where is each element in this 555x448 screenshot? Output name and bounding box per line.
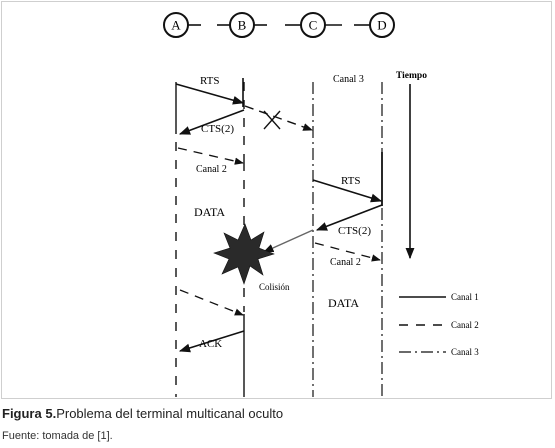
channel2-b-label: Canal 2: [196, 164, 227, 175]
legend-channel3: Canal 3: [451, 347, 479, 357]
rts-a-label: RTS: [200, 75, 220, 87]
figure-source: Fuente: tomada de [1].: [2, 430, 113, 442]
legend-channel1: Canal 1: [451, 292, 479, 302]
node-a-label: A: [171, 18, 181, 33]
node-c-label: C: [309, 18, 318, 33]
collision-label: Colisión: [259, 282, 290, 292]
cts-d-to-c: [315, 204, 383, 231]
figure-frame: A B C D: [1, 1, 552, 399]
cts-b-label: CTS(2): [201, 123, 234, 135]
rts-overheard-b-to-c: [244, 105, 313, 131]
cts-overheard-to-collision: [263, 229, 314, 253]
cts-c-label: CTS(2): [338, 225, 371, 237]
node-d: D: [369, 12, 395, 38]
figure-caption-label: Figura 5.: [2, 406, 57, 421]
channel3-top-label: Canal 3: [333, 74, 364, 85]
time-label: Tiempo: [396, 71, 427, 81]
channel2-c-to-d: [314, 242, 381, 262]
figure-caption: Figura 5.Problema del terminal multicana…: [2, 406, 283, 421]
figure-caption-text: Problema del terminal multicanal oculto: [56, 406, 284, 421]
cts-b-to-a: [178, 109, 245, 135]
channel2-a-to-b: [177, 147, 244, 165]
node-b-label: B: [238, 18, 247, 33]
legend-channel2: Canal 2: [451, 320, 479, 330]
rts-a-to-b: [175, 78, 245, 107]
collision-star-icon: [213, 223, 275, 285]
legend: Canal 1 Canal 2 Canal 3: [399, 292, 479, 357]
node-c: C: [300, 12, 326, 38]
channel2-c-label: Canal 2: [330, 257, 361, 268]
node-a: A: [163, 12, 189, 38]
timing-diagram: A B C D: [163, 12, 479, 397]
node-b: B: [229, 12, 255, 38]
channel2-a-to-b-second: [179, 289, 244, 316]
node-d-label: D: [377, 18, 386, 33]
rts-d-to-c: [312, 179, 383, 203]
data-c-label: DATA: [328, 296, 359, 310]
rts-d-label: RTS: [341, 175, 361, 187]
ack-label: ACK: [199, 338, 222, 350]
data-a-label: DATA: [194, 205, 225, 219]
ack-b-to-a: [178, 330, 245, 353]
